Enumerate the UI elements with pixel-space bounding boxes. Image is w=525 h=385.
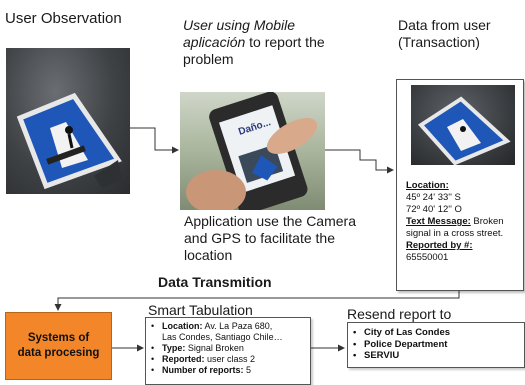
user-observation-heading: User Observation (5, 10, 122, 27)
tab-location-value: Av. La Paza 680, (202, 321, 273, 331)
report-lat: 45º 24' 33'' S (406, 192, 461, 203)
resend-title: Resend report to (347, 306, 452, 322)
arrow-app-to-data (325, 149, 394, 174)
tab-location-value-line2: Las Condes, Santiago Chile… (162, 332, 283, 342)
app-description-line3: location (184, 247, 233, 263)
systems-label-line2: data procesing (17, 347, 100, 359)
tab-reported-label: Reported: (162, 354, 205, 364)
tab-count-value: 5 (243, 365, 252, 375)
resend-item-police: Police Department (348, 339, 524, 351)
tab-type-item: Type: Signal Broken (146, 343, 310, 354)
data-from-user-heading: Data from user (Transaction) (398, 17, 491, 51)
report-message: Text Message: Broken (406, 216, 524, 228)
report-location-label: Location: (406, 180, 449, 191)
systems-label-line1: Systems of (27, 332, 90, 344)
smart-tabulation-box: Location: Av. La Paza 680,Las Condes, Sa… (145, 317, 311, 385)
tab-type-value: Signal Broken (185, 343, 244, 353)
tab-type-label: Type: (162, 343, 186, 353)
tab-count-label: Number of reports: (162, 365, 244, 375)
report-sign-photo (411, 85, 515, 165)
mobile-app-heading: User using Mobile aplicación to report t… (183, 17, 383, 68)
tab-location-item: Location: Av. La Paza 680,Las Condes, Sa… (146, 321, 310, 343)
app-description: Application use the Camera and GPS to fa… (184, 213, 359, 264)
tab-location-label: Location: (162, 321, 203, 331)
sign-thumbnail-icon (417, 96, 511, 165)
arrow-transmission (54, 290, 460, 311)
smart-tabulation-title: Smart Tabulation (148, 302, 253, 318)
report-reported-value: 65550001 (406, 252, 449, 263)
report-message-line2: signal in a cross street. (406, 228, 504, 239)
resend-recipients-box: City of Las Condes Police Department SER… (347, 322, 525, 368)
broken-sign-photo (6, 48, 130, 194)
data-heading-line1: Data from user (398, 17, 491, 33)
mobile-heading-line1: User using Mobile (183, 17, 296, 33)
report-reported-label: Reported by #: (406, 240, 473, 251)
mobile-heading-line3: problem (183, 51, 234, 67)
data-heading-line2: (Transaction) (398, 34, 480, 50)
report-message-text: Broken (470, 216, 504, 227)
mobile-heading-line2-rest: to report the (245, 34, 325, 50)
mobile-phone-photo: Daño... (180, 92, 325, 210)
tab-count-item: Number of reports: 5 (146, 365, 310, 376)
report-details: Location: 45º 24' 33'' S 72º 40' 12'' O … (406, 180, 524, 264)
phone-icon (186, 92, 318, 210)
report-message-label: Text Message: (406, 216, 471, 227)
systems-label: Systems of data procesing (18, 331, 100, 361)
report-lon: 72º 40' 12'' O (406, 204, 462, 215)
tab-reported-item: Reported: user class 2 (146, 354, 310, 365)
resend-item-serviu: SERVIU (348, 350, 524, 362)
resend-item-city: City of Las Condes (348, 327, 524, 339)
mobile-heading-app-word: aplicación (183, 34, 246, 50)
systems-of-data-processing-box: Systems of data procesing (5, 312, 112, 380)
app-description-line1: Application use the Camera (184, 213, 356, 229)
data-transmission-label: Data Transmition (158, 274, 272, 290)
tab-reported-value: user class 2 (204, 354, 256, 364)
arrow-observation-to-app (130, 127, 179, 154)
app-description-line2: and GPS to facilitate the (184, 230, 335, 246)
mobile-heading-line2: aplicación to report the (183, 34, 383, 51)
broken-sign-icon (16, 92, 122, 190)
